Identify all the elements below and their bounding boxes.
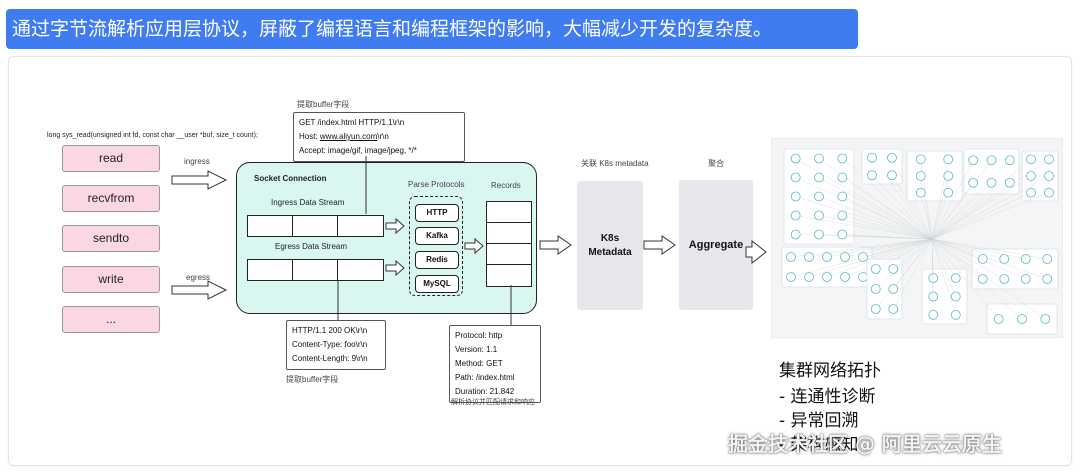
record-callout: Protocol: http Version: 1.1 Method: GET … xyxy=(449,325,541,403)
protocol-http: HTTP xyxy=(415,204,459,222)
response-type-line: Content-Type: foo\r\n xyxy=(292,340,368,349)
watermark: 掘金技术社区 @ 阿里云云原生 xyxy=(728,432,1002,456)
request-host-line: Host: www.aliyun.com\r\n xyxy=(299,132,389,141)
topology-item-architecture: - 架构感知 xyxy=(779,435,859,455)
response-callout: HTTP/1.1 200 OK\r\n Content-Type: foo\r\… xyxy=(286,320,386,370)
request-line: GET /index.html HTTP/1.1\r\n xyxy=(299,118,405,127)
ingress-stream-cells xyxy=(247,215,384,237)
diagram-panel xyxy=(8,56,1072,466)
syscall-read: read xyxy=(62,145,160,172)
ingress-stream-label: Ingress Data Stream xyxy=(271,198,345,207)
records-label: Records xyxy=(491,181,521,190)
record-method: Method: GET xyxy=(455,359,503,368)
topology-title: 集群网络拓扑 xyxy=(779,361,881,381)
syscall-signature: long sys_read(unsigned int fd, const cha… xyxy=(47,132,258,139)
records-stack xyxy=(486,201,532,287)
record-protocol: Protocol: http xyxy=(455,331,503,340)
socket-title: Socket Connection xyxy=(254,174,327,183)
syscall-write: write xyxy=(62,266,160,293)
syscall-recvfrom: recvfrom xyxy=(62,185,160,212)
response-length-line: Content-Length: 9\r\n xyxy=(292,354,368,363)
aggregate-box: Aggregate xyxy=(679,180,753,310)
topology-item-anomaly: - 异常回溯 xyxy=(779,411,859,431)
topology-thumbnail xyxy=(771,138,1063,338)
ingress-label: ingress xyxy=(184,157,210,166)
topology-graph-icon xyxy=(781,148,1059,335)
egress-stream-label: Egress Data Stream xyxy=(275,242,348,251)
k8s-metadata-box: K8s Metadata xyxy=(577,181,643,310)
egress-stream-cells xyxy=(247,259,384,281)
protocol-kafka: Kafka xyxy=(415,227,459,245)
parse-match-label: 解析协议并匹配请求和响应 xyxy=(451,399,535,406)
host-link[interactable]: www.aliyun.com xyxy=(319,132,378,141)
parse-protocols-label: Parse Protocols xyxy=(408,180,465,189)
request-accept-line: Accept: image/gif, image/jpeg, */* xyxy=(299,146,417,155)
topology-item-connectivity: - 连通性诊断 xyxy=(779,387,876,407)
protocol-mysql: MySQL xyxy=(415,275,459,293)
k8s-assoc-label: 关联 K8s metadata xyxy=(581,159,649,168)
syscall-sendto: sendto xyxy=(62,225,160,252)
syscall-more: ... xyxy=(62,306,160,333)
record-version: Version: 1.1 xyxy=(455,345,498,354)
egress-label: egress xyxy=(186,273,211,282)
protocol-redis: Redis xyxy=(415,251,459,269)
response-status-line: HTTP/1.1 200 OK\r\n xyxy=(292,326,368,335)
record-path: Path: /index.html xyxy=(455,373,515,382)
extract-label-top: 提取buffer字段 xyxy=(297,100,350,109)
record-duration: Duration: 21.842 xyxy=(455,387,515,396)
aggregate-label: 聚合 xyxy=(708,159,724,168)
banner-title: 通过字节流解析应用层协议，屏蔽了编程语言和编程框架的影响，大幅减少开发的复杂度。 xyxy=(6,9,858,49)
extract-label-bottom: 提取buffer字段 xyxy=(286,375,339,384)
request-callout: GET /index.html HTTP/1.1\r\n Host: www.a… xyxy=(293,112,465,162)
